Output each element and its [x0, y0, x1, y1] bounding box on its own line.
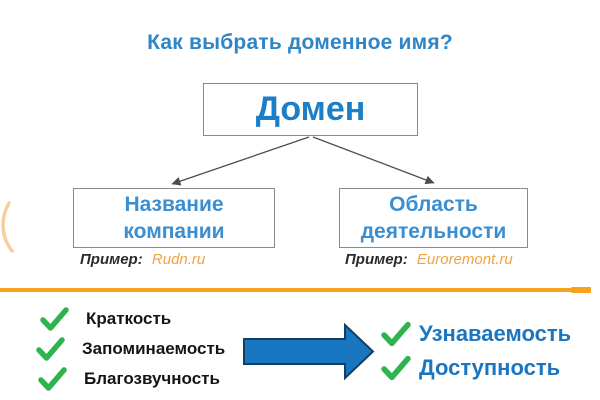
node-activity-field-line1: Область: [389, 193, 478, 216]
criteria-item-euphony: Благозвучность: [38, 366, 220, 392]
checkmark-icon: [36, 337, 65, 361]
example-right-domain: Euroremont.ru: [416, 251, 513, 268]
node-activity-field-line2: деятельности: [360, 220, 507, 243]
example-right: Пример: Euroremont.ru: [345, 251, 513, 268]
connector-left-icon: [171, 136, 310, 186]
node-company-name: Название компании: [73, 188, 275, 248]
criteria-item-brevity: Краткость: [40, 306, 171, 332]
checkmark-icon: [38, 367, 67, 391]
node-company-name-line1: Название: [124, 193, 224, 216]
result-item-label: Доступность: [419, 355, 561, 380]
node-company-name-line2: компании: [123, 220, 225, 243]
checkmark-icon: [381, 321, 411, 347]
example-left-domain: Rudn.ru: [151, 251, 206, 268]
orange-divider-line: [0, 288, 591, 292]
left-edge-arc-decoration: [1, 201, 14, 253]
node-activity-field: Область деятельности: [339, 188, 528, 248]
checkmark-icon: [40, 307, 69, 331]
result-item-recognizability: Узнаваемость: [381, 320, 571, 348]
example-left-prefix: Пример:: [80, 251, 143, 268]
criteria-item-label: Благозвучность: [84, 369, 220, 388]
example-right-prefix: Пример:: [345, 251, 408, 268]
page-title: Как выбрать доменное имя?: [147, 31, 453, 54]
checkmark-icon: [381, 355, 411, 381]
root-node-label: Домен: [255, 90, 366, 128]
criteria-item-label: Краткость: [86, 309, 172, 328]
result-item-availability: Доступность: [381, 354, 560, 382]
result-item-label: Узнаваемость: [419, 321, 572, 346]
criteria-item-label: Запоминаемость: [82, 339, 226, 358]
big-right-arrow-icon: [243, 323, 375, 381]
orange-divider-end-cap: [571, 287, 591, 293]
root-node-domain: Домен: [203, 83, 418, 136]
connector-right-icon: [312, 136, 435, 185]
example-left: Пример: Rudn.ru: [80, 251, 205, 268]
criteria-item-memorability: Запоминаемость: [36, 336, 225, 362]
